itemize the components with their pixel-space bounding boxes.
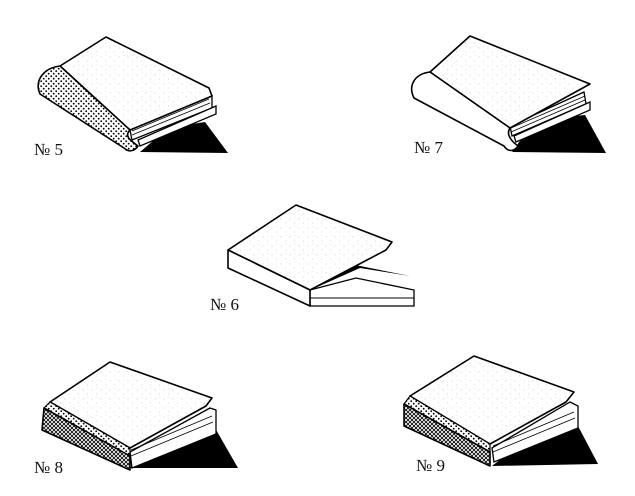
- book-8-illustration: [41, 361, 238, 471]
- label-book-6: № 6: [210, 295, 239, 314]
- label-book-5: № 5: [34, 140, 63, 159]
- book-9-illustration: [403, 355, 598, 467]
- book-6-illustration: [227, 204, 415, 307]
- label-book-8: № 8: [34, 458, 63, 477]
- label-book-7: № 7: [414, 138, 443, 157]
- book-5-illustration: [37, 36, 228, 153]
- label-book-9: № 9: [416, 456, 445, 475]
- book-7-illustration: [410, 35, 606, 153]
